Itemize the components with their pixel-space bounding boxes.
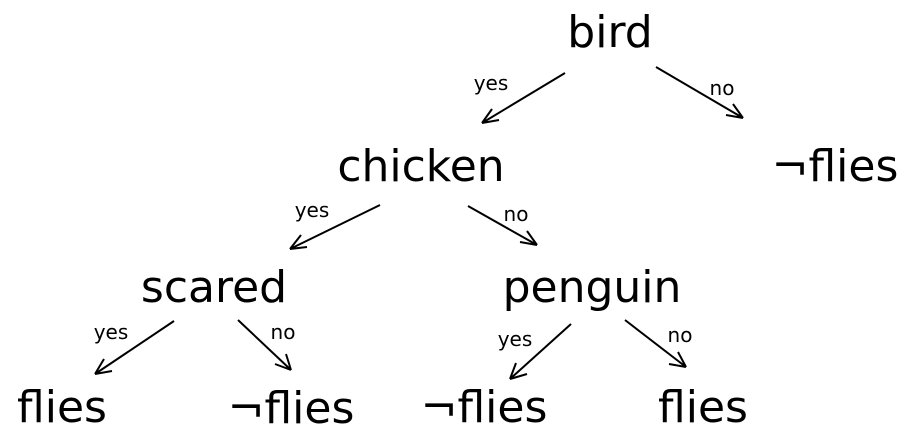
edge-penguin-flies: [624, 319, 687, 368]
node-not-flies-bird-no: ¬flies: [772, 141, 899, 192]
edge-scared-not-flies: [237, 319, 292, 371]
node-flies-scared-yes: flies: [17, 382, 107, 433]
node-not-flies-scared-no: ¬flies: [228, 383, 355, 434]
edge-chicken-penguin: [467, 205, 538, 246]
edge-chicken-scared: [289, 204, 381, 250]
edge-label-chicken-scared: yes: [295, 198, 330, 222]
node-not-flies-penguin-yes: ¬flies: [421, 382, 548, 433]
node-penguin: penguin: [503, 262, 682, 313]
edge-label-chicken-penguin: no: [504, 202, 529, 226]
node-chicken: chicken: [337, 141, 504, 192]
edge-label-penguin-flies: no: [668, 323, 693, 347]
edge-label-penguin-not-flies: yes: [498, 327, 533, 351]
edge-bird-chicken: [481, 72, 566, 124]
edge-label-scared-flies: yes: [94, 320, 129, 344]
edge-label-bird-not-flies: no: [710, 76, 735, 100]
node-bird: bird: [567, 7, 652, 58]
edge-label-bird-chicken: yes: [474, 71, 509, 95]
edge-penguin-not-flies: [509, 323, 572, 380]
edge-scared-flies: [94, 320, 175, 375]
edge-bird-not-flies: [655, 66, 744, 119]
node-flies-penguin-no: flies: [658, 382, 748, 433]
node-scared: scared: [141, 262, 287, 313]
edge-label-scared-not-flies: no: [271, 320, 296, 344]
